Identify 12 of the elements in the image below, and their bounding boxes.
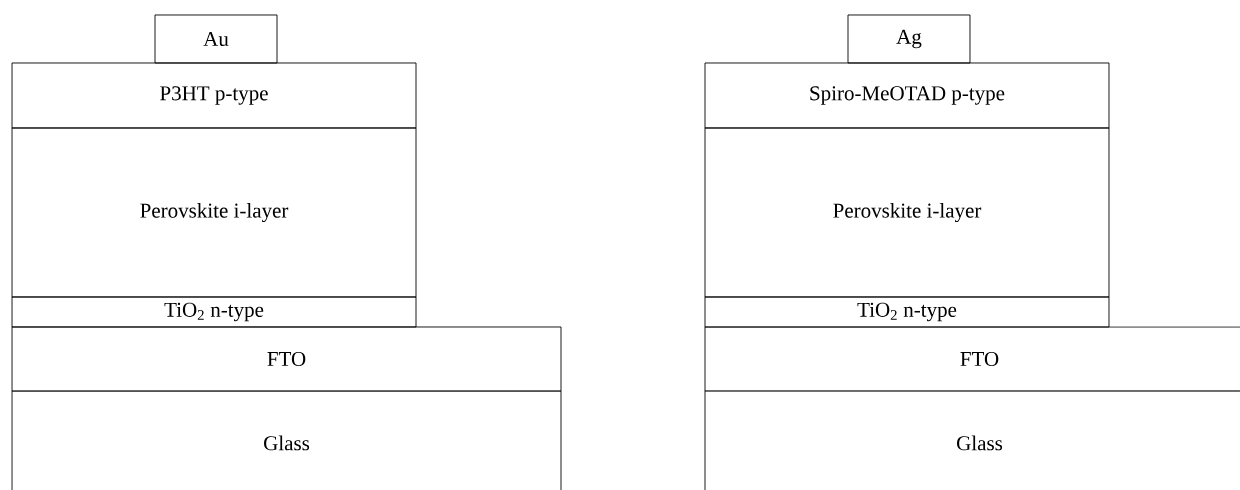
layer-box: FTO xyxy=(704,326,1240,392)
layer-box: TiO$_{2}$ n-type xyxy=(11,296,417,328)
layer-box: TiO$_{2}$ n-type xyxy=(704,296,1110,328)
layer-box: Perovskite i-layer xyxy=(11,127,417,298)
layer-box: Ag xyxy=(847,14,971,64)
layer-box: Au xyxy=(154,14,278,64)
layer-box: Perovskite i-layer xyxy=(704,127,1110,298)
layer-box: Spiro-MeOTAD p-type xyxy=(704,62,1110,129)
layer-box: FTO xyxy=(11,326,562,392)
layer-box: Glass xyxy=(11,390,562,490)
layer-box: Glass xyxy=(704,390,1240,490)
layer-box: P3HT p-type xyxy=(11,62,417,129)
